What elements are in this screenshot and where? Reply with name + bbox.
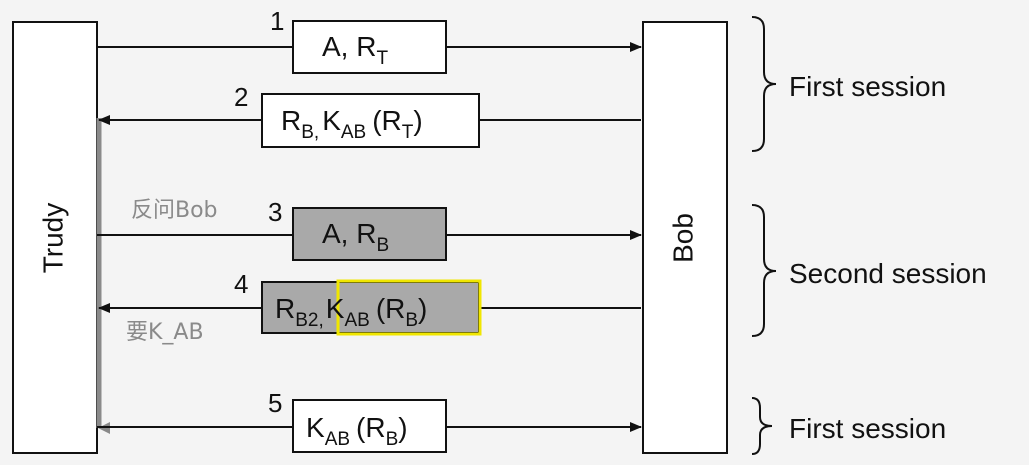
message-5: 5 KAB(RB) bbox=[97, 388, 642, 453]
message-4-highlight bbox=[336, 279, 482, 336]
message-4-number: 4 bbox=[234, 269, 248, 299]
bob-label: Bob bbox=[667, 213, 698, 263]
message-5-label: KAB(RB) bbox=[306, 412, 408, 450]
message-3-box bbox=[292, 207, 447, 261]
message-2-label: RB,KAB(RT) bbox=[281, 105, 423, 143]
session-3-label: First session bbox=[789, 413, 946, 444]
trudy-box bbox=[12, 21, 98, 454]
bob-box bbox=[642, 21, 728, 454]
bob-actor: Bob bbox=[642, 21, 728, 454]
message-4-label: RB2,KAB(RB) bbox=[275, 293, 427, 331]
message-2: 2 RB,KAB(RT) bbox=[98, 82, 641, 148]
message-1: 1 A, RT bbox=[97, 6, 642, 74]
session-2-label: Second session bbox=[789, 258, 987, 289]
annotation-query-bob: 反问Bob bbox=[131, 198, 218, 223]
message-4-box bbox=[261, 281, 480, 334]
session-1-brace-icon bbox=[751, 16, 777, 152]
session-1-label: First session bbox=[789, 71, 946, 102]
message-5-number: 5 bbox=[268, 388, 282, 418]
session-3-brace-icon bbox=[751, 397, 773, 455]
annotation-want-kab: 要K_AB bbox=[126, 320, 204, 345]
message-1-label: A, RT bbox=[322, 31, 388, 69]
trudy-label: Trudy bbox=[37, 203, 68, 274]
message-2-number: 2 bbox=[234, 82, 248, 112]
message-3-number: 3 bbox=[268, 197, 282, 227]
trudy-actor: Trudy bbox=[12, 21, 98, 454]
session-2-brace-icon bbox=[751, 204, 777, 337]
message-3: 3 A, RB bbox=[97, 197, 642, 261]
message-1-box bbox=[292, 20, 447, 74]
message-2-box bbox=[261, 93, 480, 148]
message-3-label: A, RB bbox=[322, 218, 389, 256]
message-4: 4 RB2,KAB(RB) bbox=[98, 269, 641, 336]
message-1-number: 1 bbox=[270, 6, 284, 36]
message-5-box bbox=[292, 399, 447, 453]
